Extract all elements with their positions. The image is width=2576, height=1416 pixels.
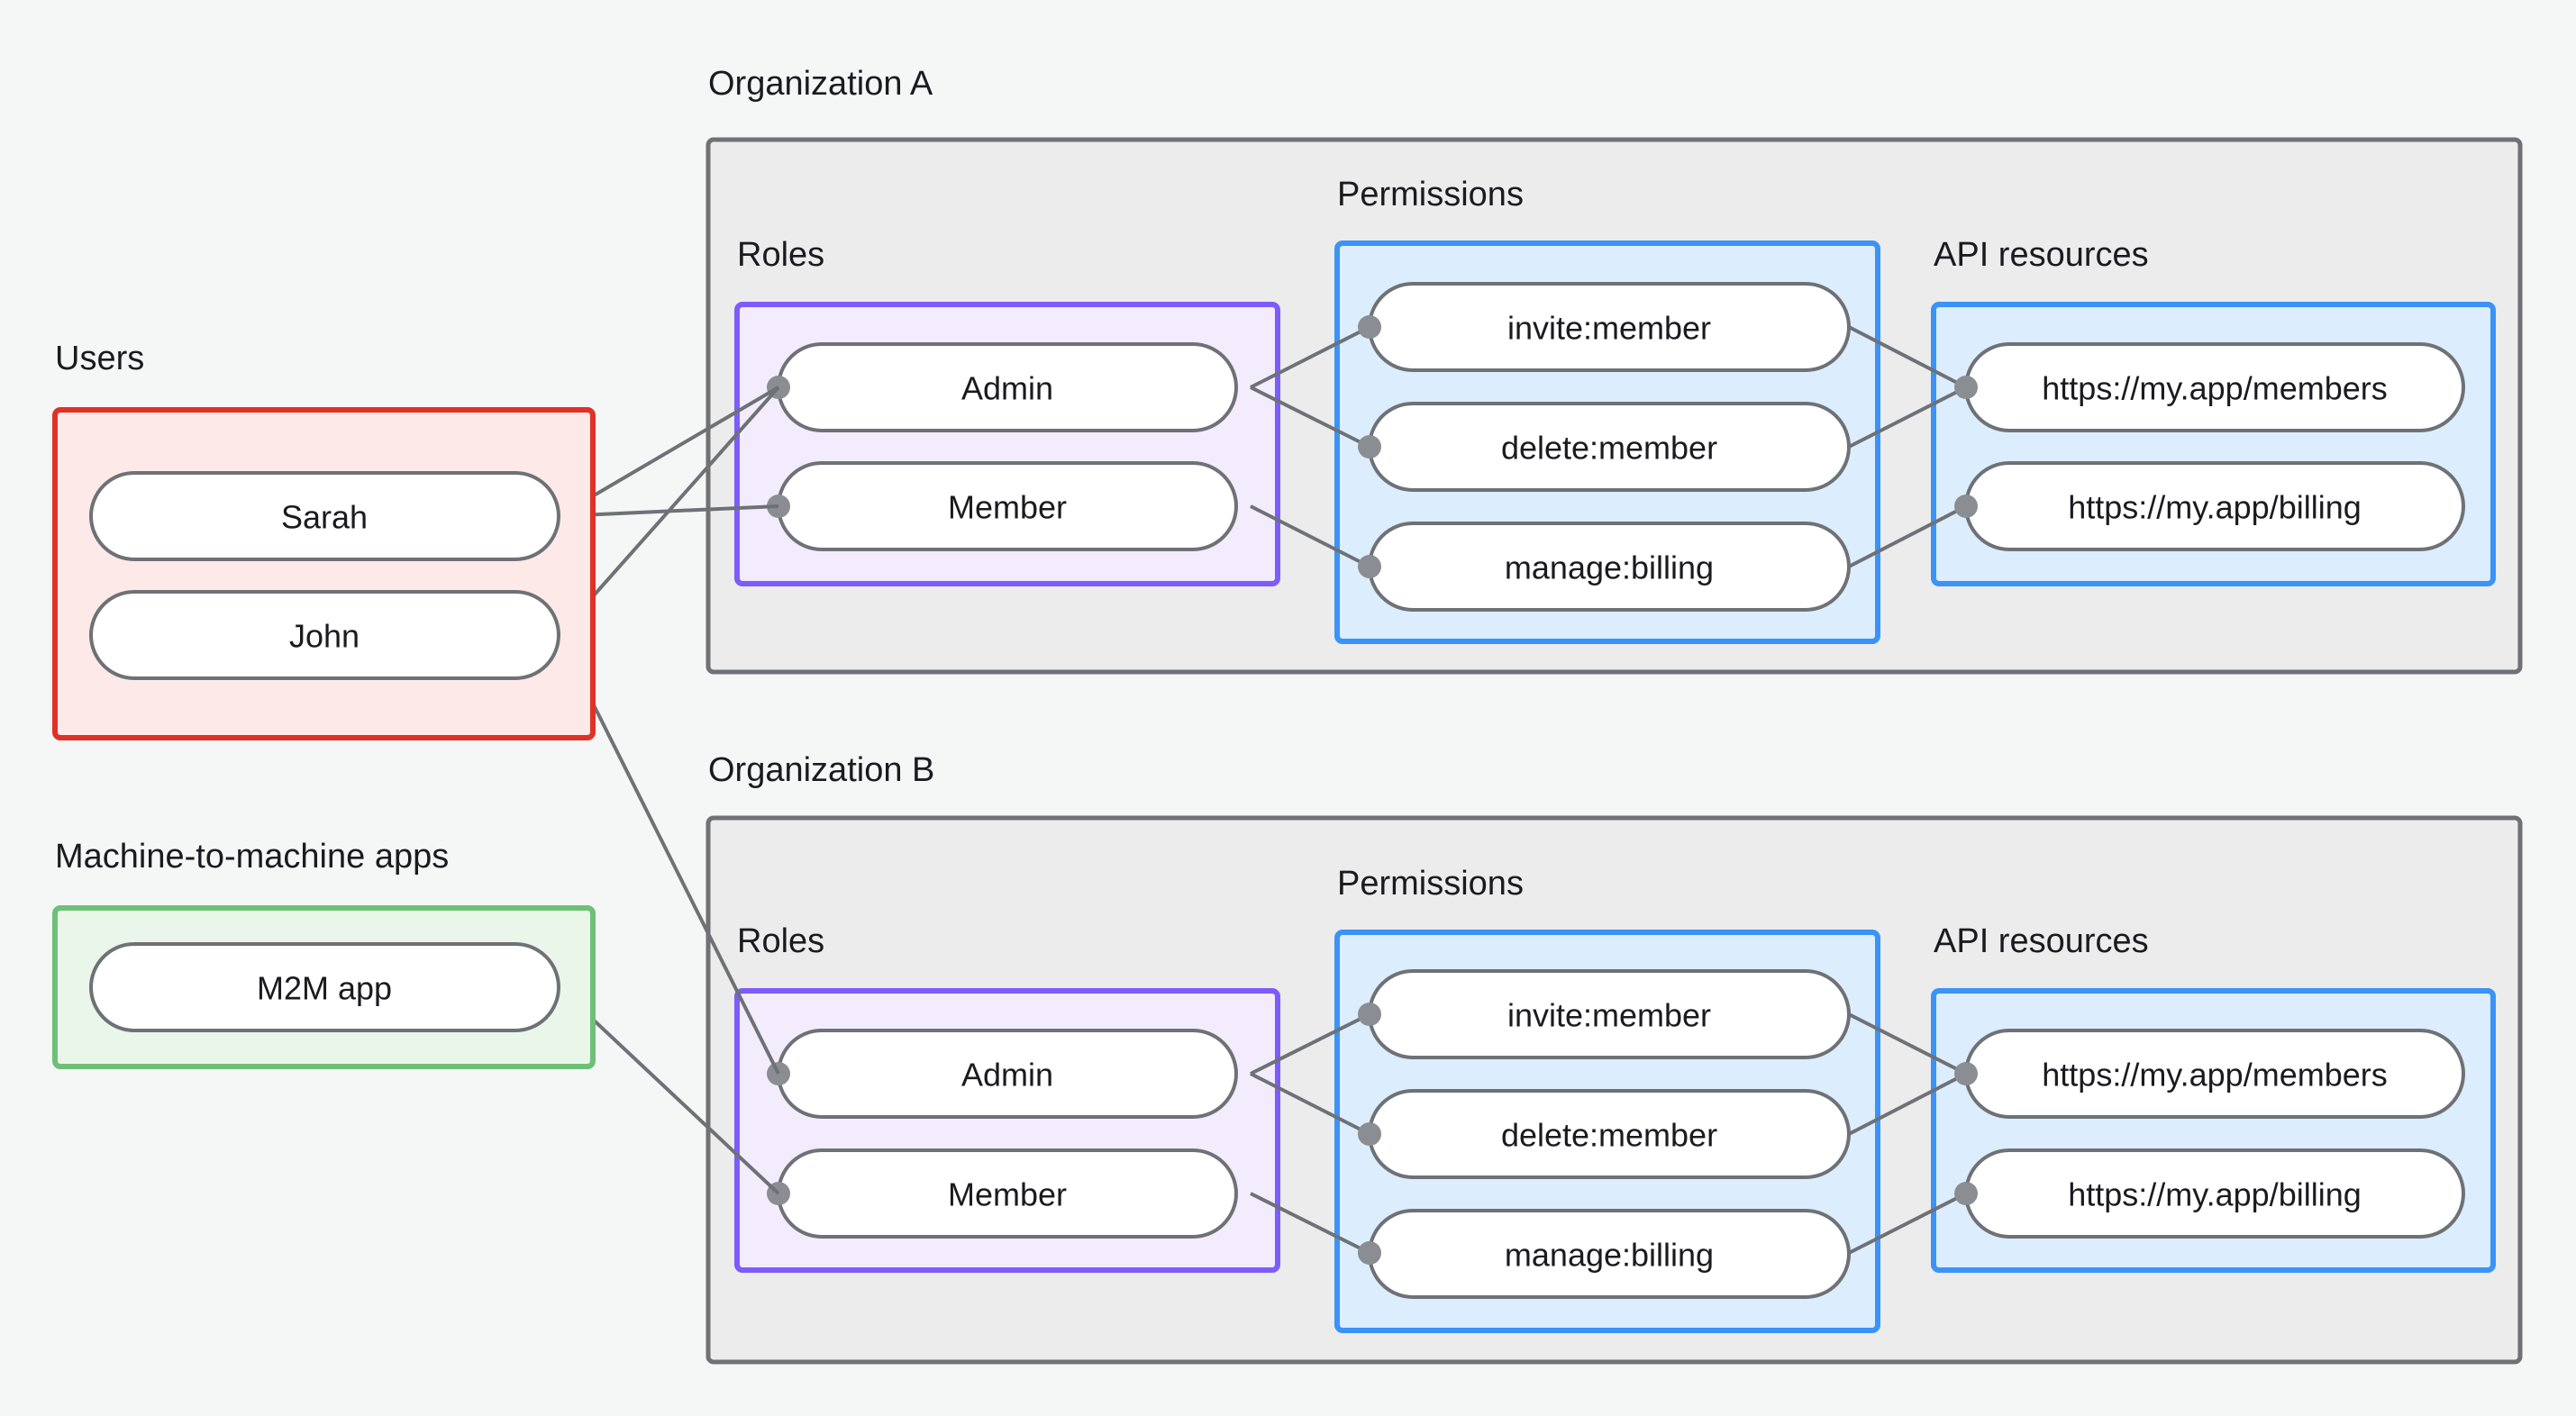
dot-b-delete-in — [1358, 1122, 1381, 1146]
node-org-a-perm-delete[interactable]: delete:member — [1368, 402, 1851, 492]
org-a-roles-label: Roles — [737, 236, 824, 274]
svg-text:https://my.app/members: https://my.app/members — [2042, 370, 2387, 407]
edge-b-admin-delete — [1250, 1072, 1370, 1136]
svg-text:manage:billing: manage:billing — [1505, 1237, 1714, 1274]
edge-a-admin-delete — [1250, 386, 1370, 449]
node-org-a-perm-billing[interactable]: manage:billing — [1368, 522, 1851, 612]
edge-b-admin-invite — [1250, 1012, 1370, 1076]
org-b-title: Organization B — [708, 751, 934, 789]
edge-b-delete-members — [1848, 1072, 1967, 1136]
edge-a-member-billing — [1250, 504, 1370, 568]
svg-text:https://my.app/billing: https://my.app/billing — [2068, 1176, 2362, 1213]
node-org-a-api-members[interactable]: https://my.app/members — [1964, 342, 2465, 432]
node-org-b-perm-billing[interactable]: manage:billing — [1368, 1209, 1851, 1299]
edge-b-member-billing — [1250, 1192, 1370, 1255]
users-title: Users — [55, 340, 144, 377]
edge-b-billing-billing — [1848, 1192, 1967, 1255]
edge-a-delete-members — [1848, 386, 1967, 449]
node-org-b-role-admin[interactable]: Admin — [777, 1029, 1238, 1119]
org-a-title: Organization A — [708, 65, 933, 103]
node-org-b-perm-invite[interactable]: invite:member — [1368, 969, 1851, 1059]
svg-text:https://my.app/members: https://my.app/members — [2042, 1057, 2387, 1094]
org-a-api-label: API resources — [1934, 236, 2149, 274]
node-org-a-api-billing[interactable]: https://my.app/billing — [1964, 461, 2465, 551]
node-org-a-role-admin[interactable]: Admin — [777, 342, 1238, 432]
org-b-permissions-label: Permissions — [1337, 865, 1524, 903]
org-b-api-label: API resources — [1934, 922, 2149, 960]
node-org-a-perm-invite[interactable]: invite:member — [1368, 282, 1851, 372]
svg-text:delete:member: delete:member — [1501, 430, 1717, 467]
dot-b-billing-in — [1358, 1241, 1381, 1265]
svg-text:Admin: Admin — [961, 1057, 1053, 1094]
edge-a-billing-billing — [1848, 504, 1967, 568]
dot-b-invite-in — [1358, 1003, 1381, 1026]
edge-a-admin-invite — [1250, 325, 1370, 389]
dot-a-delete-in — [1358, 435, 1381, 458]
node-m2m-app[interactable]: M2M app — [89, 942, 560, 1032]
svg-text:invite:member: invite:member — [1507, 310, 1711, 347]
node-org-b-role-member[interactable]: Member — [777, 1148, 1238, 1239]
org-b-roles-label: Roles — [737, 922, 824, 960]
dot-a-invite-in — [1358, 315, 1381, 339]
svg-text:delete:member: delete:member — [1501, 1117, 1717, 1154]
svg-text:Member: Member — [948, 489, 1067, 526]
dot-a-apibilling-in — [1954, 495, 1978, 518]
node-user-john[interactable]: John — [89, 590, 560, 680]
node-org-a-role-member[interactable]: Member — [777, 461, 1238, 551]
svg-text:John: John — [289, 618, 360, 655]
dot-b-members-in — [1954, 1062, 1978, 1085]
edge-b-invite-members — [1848, 1012, 1967, 1076]
svg-text:Admin: Admin — [961, 370, 1053, 407]
users-box — [52, 407, 596, 740]
dot-b-apibilling-in — [1954, 1182, 1978, 1205]
node-user-sarah[interactable]: Sarah — [89, 471, 560, 561]
svg-text:M2M app: M2M app — [257, 970, 392, 1007]
svg-text:Sarah: Sarah — [281, 499, 368, 536]
node-org-b-api-members[interactable]: https://my.app/members — [1964, 1029, 2465, 1119]
svg-text:manage:billing: manage:billing — [1505, 549, 1714, 586]
svg-text:Member: Member — [948, 1176, 1067, 1213]
org-a-permissions-label: Permissions — [1337, 176, 1524, 213]
node-org-b-perm-delete[interactable]: delete:member — [1368, 1089, 1851, 1179]
edge-a-invite-members — [1848, 325, 1967, 389]
m2m-title: Machine-to-machine apps — [55, 838, 449, 876]
dot-a-members-in — [1954, 376, 1978, 399]
svg-text:invite:member: invite:member — [1507, 997, 1711, 1034]
node-org-b-api-billing[interactable]: https://my.app/billing — [1964, 1148, 2465, 1239]
svg-text:https://my.app/billing: https://my.app/billing — [2068, 489, 2362, 526]
dot-a-billing-in — [1358, 555, 1381, 578]
